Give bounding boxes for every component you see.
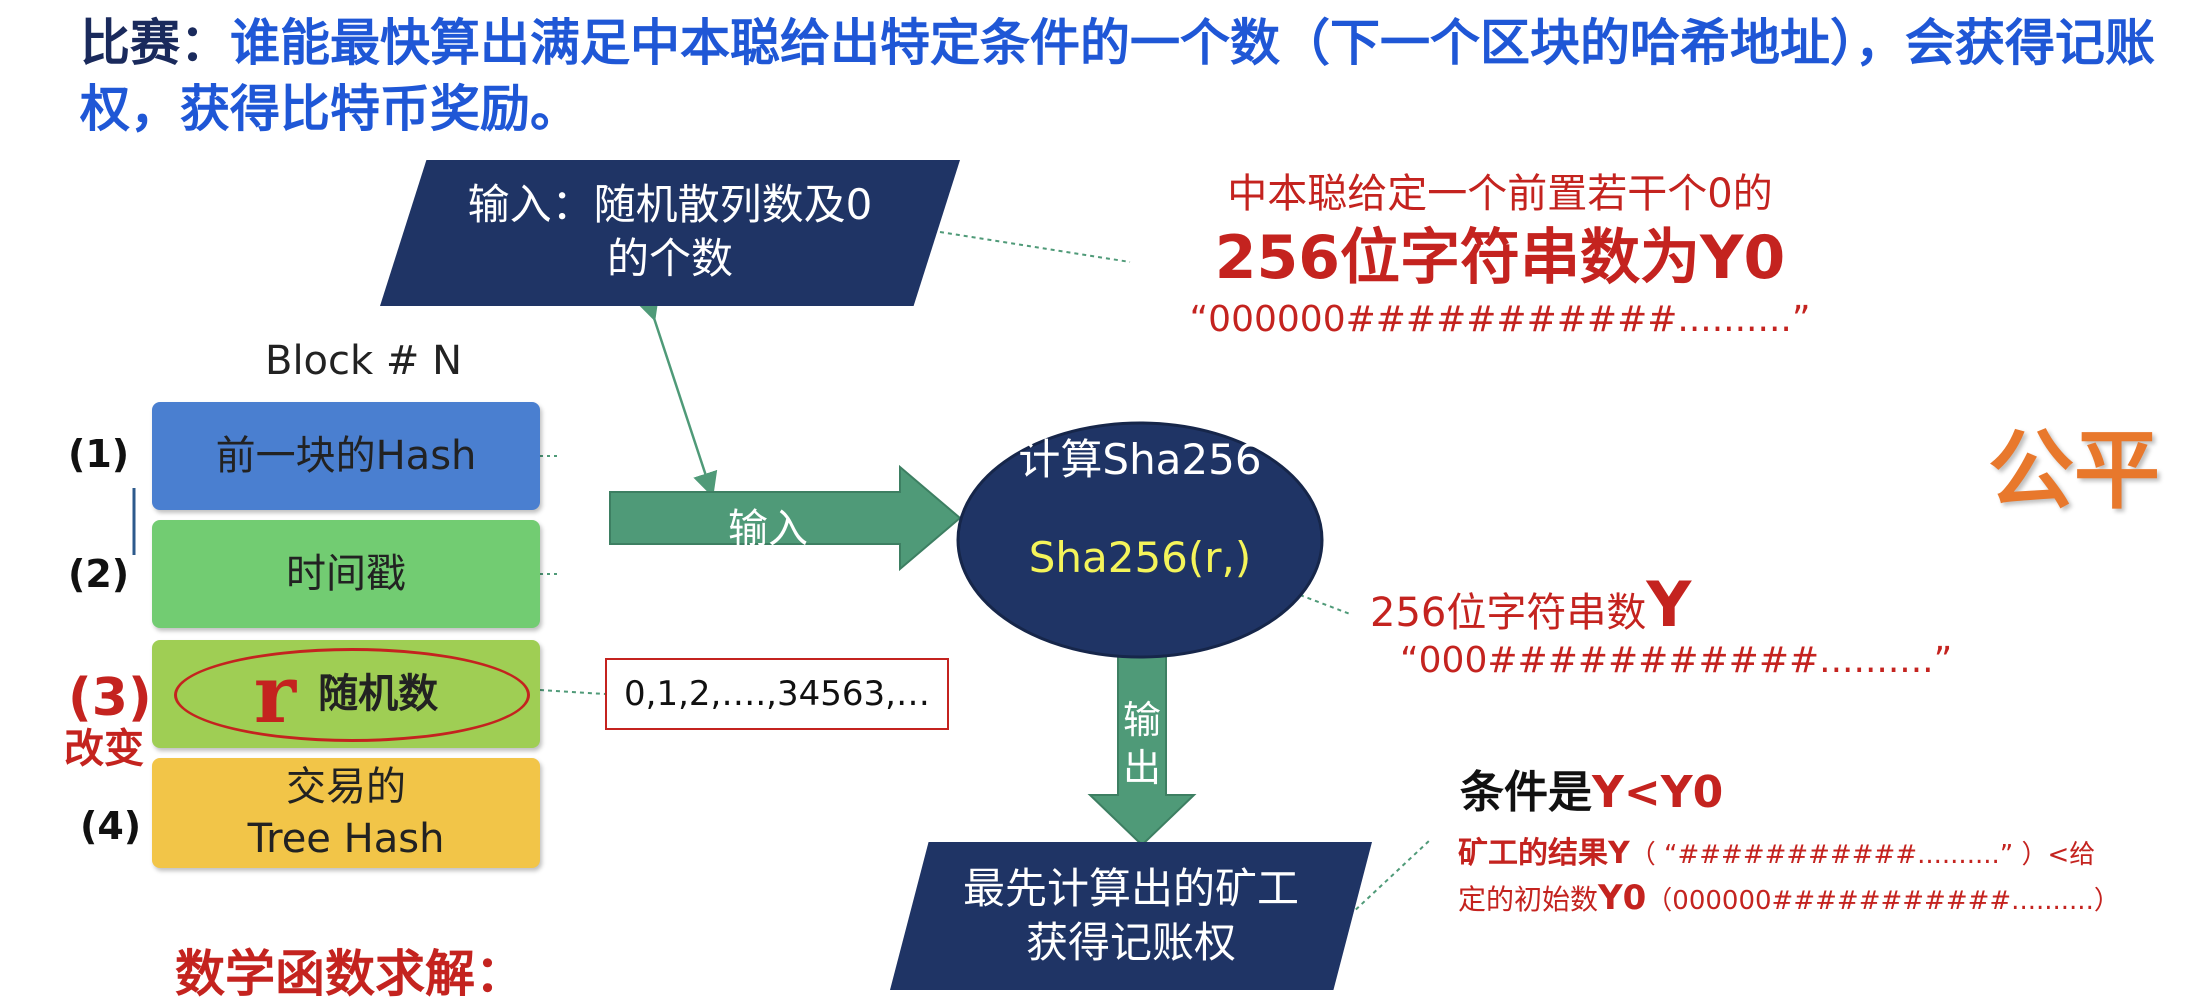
condition-line3-b: Y0 — [1598, 878, 1647, 918]
winner-box-line2: 获得记账权 — [1025, 918, 1236, 967]
winner-parallelogram — [890, 842, 1372, 990]
nonce-values-text: 0,1,2,….,34563,… — [624, 674, 930, 714]
leader-input-note — [939, 231, 1131, 263]
block-row-prev-hash: 前一块的Hash — [152, 402, 540, 510]
result-note-line2: “000###########..........” — [1400, 640, 1953, 681]
output-arrow-label: 输 出 — [1118, 696, 1166, 792]
footer-heading: 数学函数求解： — [175, 945, 525, 1003]
condition-line3-c: （000000###########..........） — [1646, 886, 2120, 916]
nonce-values-box: 0,1,2,….,34563,… — [605, 658, 949, 730]
title-body: 谁能最快算出满足中本聪给出特定条件的一个数（下一个区块的哈希地址），会获得记账权… — [80, 14, 2155, 138]
target-note-line2: 256位字符串数为Y0 — [1214, 223, 1786, 293]
input-parallelogram — [380, 160, 960, 306]
block-row-nonce-text: 随机数 — [318, 671, 439, 717]
result-note-prefix: 256位字符串数 — [1370, 590, 1647, 636]
row-number-3: (3) — [68, 668, 152, 728]
target-note-line3: “000000###########..........” — [1189, 299, 1811, 340]
block-row-prev-hash-text: 前一块的Hash — [215, 433, 477, 479]
block-row-nonce: r 随机数 — [152, 640, 540, 748]
condition-heading: 条件是Y<Y0 — [1460, 756, 1723, 820]
nonce-ellipse — [174, 648, 530, 742]
condition-line2-a: 矿工的结果Y — [1458, 836, 1630, 871]
result-note-suffix: Y — [1646, 568, 1692, 641]
output-arrow — [1087, 639, 1197, 847]
double-arrow — [635, 293, 718, 498]
leader-nonce — [539, 689, 606, 695]
slide-title: 比赛：谁能最快算出满足中本聪给出特定条件的一个数（下一个区块的哈希地址），会获得… — [80, 10, 2180, 142]
block-row-tx-hash-text: 交易的Tree Hash — [247, 764, 445, 862]
winner-box-line1: 最先计算出的矿工 — [962, 864, 1299, 913]
input-box-line1: 输入：随机散列数及0 — [467, 180, 873, 229]
condition-line2: 矿工的结果Y（ “###########..........” ）<给 — [1458, 828, 2095, 872]
row-number-1: (1) — [68, 432, 130, 476]
output-arrow-label-1: 输 — [1122, 698, 1161, 742]
nonce-r-symbol: r — [253, 647, 297, 741]
block-row-timestamp: 时间戳 — [152, 520, 540, 628]
input-box-text: 输入：随机散列数及0 的个数 — [430, 178, 910, 286]
condition-heading-prefix: 条件是 — [1460, 767, 1592, 818]
condition-line3-a: 定的初始数 — [1458, 883, 1599, 916]
fair-label: 公平 — [1988, 421, 2160, 521]
condition-heading-suffix: Y<Y0 — [1592, 767, 1724, 818]
output-arrow-label-2: 出 — [1122, 746, 1161, 790]
block-row-timestamp-text: 时间戳 — [286, 551, 406, 597]
hash-circle-title: 计算Sha256 — [1018, 435, 1262, 484]
target-note-line1: 中本聪给定一个前置若干个0的 — [1227, 171, 1773, 217]
change-label: 改变 — [64, 726, 144, 772]
row-number-4: (4) — [80, 804, 142, 848]
input-arrow-label: 输入 — [728, 506, 808, 552]
target-note: 中本聪给定一个前置若干个0的 256位字符串数为Y0 “000000######… — [1150, 168, 1850, 344]
title-lead: 比赛： — [80, 14, 230, 72]
block-label: Block # N — [265, 338, 463, 384]
condition-line3: 定的初始数Y0（000000###########..........） — [1458, 878, 2120, 918]
block-row-tx-hash: 交易的Tree Hash — [152, 758, 540, 868]
input-box-line2: 的个数 — [606, 234, 733, 283]
winner-box-text: 最先计算出的矿工 获得记账权 — [920, 862, 1342, 970]
input-arrow — [609, 464, 962, 572]
result-note: 256位字符串数Y — [1370, 568, 1691, 641]
leader-condition — [1349, 839, 1431, 916]
hash-circle — [956, 421, 1324, 659]
row-number-2: (2) — [68, 552, 130, 596]
condition-line2-b: （ “###########..........” ）<给 — [1629, 840, 2096, 870]
hash-circle-formula: Sha256(r,) — [1028, 533, 1252, 582]
leader-result — [1299, 594, 1351, 615]
